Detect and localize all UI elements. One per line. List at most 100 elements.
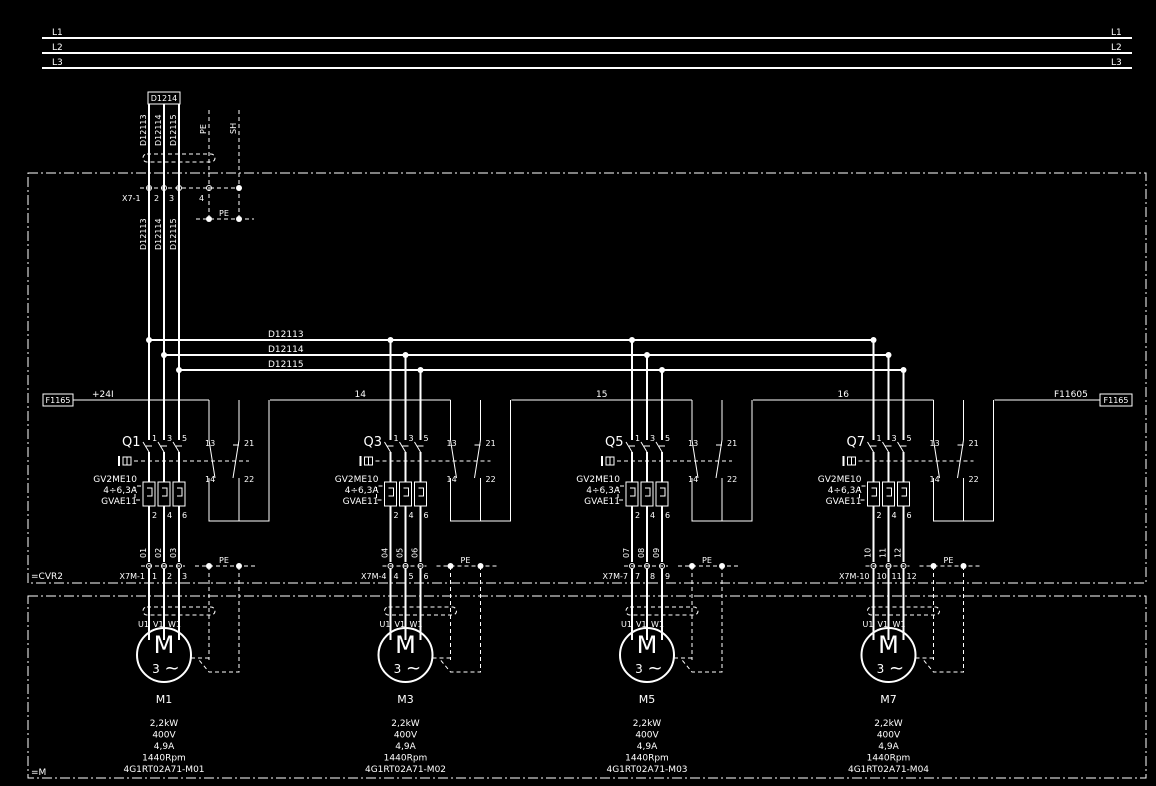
- motor-terminal[interactable]: [885, 563, 892, 569]
- trip-link: [859, 485, 866, 501]
- breaker-type-line: 4÷6,3A: [345, 486, 380, 496]
- wire-number: 11: [879, 548, 888, 558]
- thermal-element: [867, 481, 880, 507]
- cabinet-frame: [27, 172, 1147, 584]
- terminal-number: 2: [167, 572, 172, 581]
- feed-terminal-no-3: 3: [169, 194, 174, 203]
- pole-number-bottom: 2: [394, 511, 399, 520]
- thermal-mark: [388, 487, 394, 497]
- motor-spec: 4G1RT02A71-M04: [848, 765, 929, 775]
- motor-spec: 4,9A: [878, 742, 899, 752]
- thermal-element: [414, 481, 427, 507]
- aux-number-22: 22: [486, 475, 496, 484]
- motor-terminal[interactable]: [644, 563, 650, 569]
- thermal-element: [640, 481, 654, 507]
- aux-number-21: 21: [486, 439, 496, 448]
- pe-label: PE: [702, 556, 712, 565]
- pe-label: PE: [944, 556, 954, 565]
- motor-symbol[interactable]: [619, 627, 675, 683]
- control-label-right: F11605: [1054, 390, 1088, 400]
- thermal-mark: [901, 487, 907, 497]
- aux-nc-contact: [715, 439, 723, 479]
- breaker-label: Q1: [122, 435, 141, 450]
- field-frame: [27, 595, 1147, 779]
- bus-label-d12113: D12113: [268, 330, 304, 340]
- motor-symbol-letter: M: [637, 631, 658, 659]
- terminal-number: 8: [650, 572, 655, 581]
- feed-terminal-label: X7-1: [122, 194, 141, 203]
- feed-wire-label-low-3: D12115: [169, 218, 178, 250]
- pole-number-top: 5: [424, 434, 429, 443]
- motor-spec: 4G1RT02A71-M01: [123, 765, 204, 775]
- motor-spec: 2,2kW: [391, 719, 420, 729]
- phase-label: U1: [863, 620, 874, 629]
- aux-number-21: 21: [969, 439, 979, 448]
- motor-symbol[interactable]: [136, 627, 192, 683]
- trip-link: [617, 485, 624, 501]
- feed-sh-label: SH: [229, 123, 238, 134]
- motor-spec: 400V: [635, 731, 659, 741]
- motor-symbol-letter: M: [878, 631, 899, 659]
- aux-number-13: 13: [447, 439, 457, 448]
- terminal-number: 1: [152, 572, 157, 581]
- phase-label: W1: [410, 620, 423, 629]
- aux-number-22: 22: [727, 475, 737, 484]
- motor-symbol[interactable]: [377, 627, 434, 683]
- motor-terminal[interactable]: [161, 563, 167, 569]
- motor-name: M3: [397, 693, 414, 706]
- shield-conductor: [681, 566, 723, 673]
- pole-number-top: 3: [409, 434, 414, 443]
- aux-number-14: 14: [447, 475, 457, 484]
- feed-wire-label-top-3: D12115: [169, 114, 178, 146]
- aux-number-13: 13: [688, 439, 698, 448]
- wire-number: 03: [169, 548, 178, 558]
- terminal-strip-label: X7M-7: [603, 572, 628, 581]
- phase-label: U1: [138, 620, 149, 629]
- motor-spec: 4G1RT02A71-M03: [606, 765, 687, 775]
- power-bus: L1 L2 L3 L1 L2 L3: [42, 28, 1132, 69]
- motor-symbol-ac: ~: [164, 658, 179, 679]
- motor-terminal[interactable]: [402, 563, 409, 569]
- motor-symbol-letter: M: [395, 631, 416, 659]
- phase-label: U1: [380, 620, 391, 629]
- terminal-number: 10: [877, 572, 887, 581]
- breaker-type-line: GV2ME10: [818, 475, 862, 485]
- pole-number-top: 3: [892, 434, 897, 443]
- thermal-mark: [630, 487, 636, 497]
- feed-cable-tag: D1214: [151, 94, 178, 103]
- pole-contact-blade: [399, 441, 406, 453]
- aux-number-22: 22: [244, 475, 254, 484]
- pole-number-top: 1: [152, 434, 157, 443]
- wire-number: 01: [139, 548, 148, 558]
- terminal-strip-label: X7M-1: [120, 572, 145, 581]
- feed-terminal-1[interactable]: [146, 185, 152, 191]
- motor-symbol-phase: 3: [152, 662, 160, 676]
- motor-symbol-phase: 3: [877, 662, 885, 676]
- terminal-number: 9: [665, 572, 670, 581]
- motor-symbol[interactable]: [860, 627, 917, 683]
- bus-label-left-l2: L2: [52, 43, 63, 53]
- motor-spec: 2,2kW: [633, 719, 662, 729]
- control-wire-number: 14: [355, 390, 367, 400]
- pole-contact-blade: [655, 441, 663, 453]
- thermal-element: [157, 481, 171, 507]
- shield-conductor: [440, 566, 481, 673]
- motor-cable-sheath: [625, 606, 699, 616]
- terminal-number: 7: [635, 572, 640, 581]
- thermal-element: [172, 481, 186, 507]
- phase-label: W1: [651, 620, 664, 629]
- breaker-label: Q7: [847, 435, 866, 450]
- motor-cable-sheath: [142, 606, 216, 616]
- trip-link: [376, 485, 383, 501]
- field-label: =M: [31, 768, 46, 778]
- breaker-type-line: 4÷6,3A: [103, 486, 138, 496]
- motor-spec: 4,9A: [637, 742, 658, 752]
- pole-contact-blade: [172, 441, 180, 453]
- terminal-number: 11: [892, 572, 902, 581]
- shield-conductor: [923, 566, 964, 673]
